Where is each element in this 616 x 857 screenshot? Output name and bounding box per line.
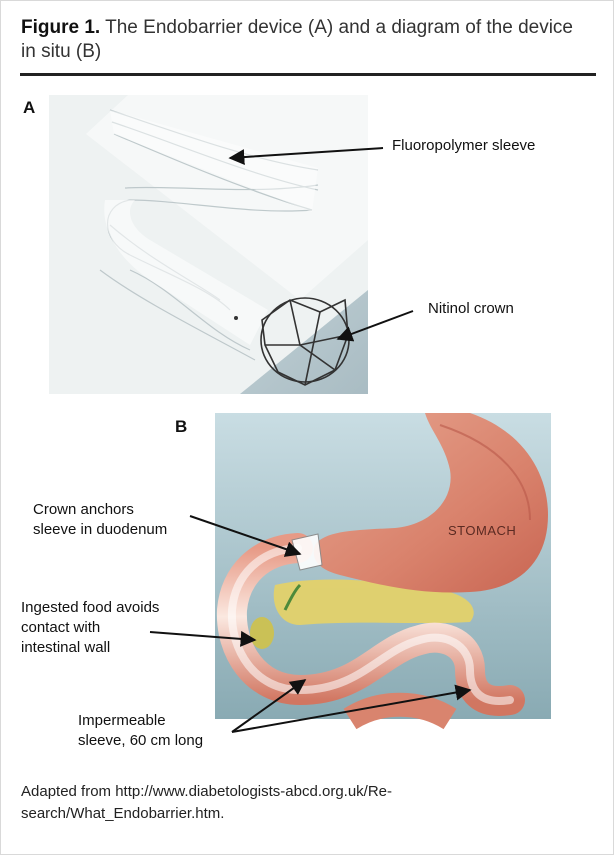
figure-title-text: The Endobarrier device (A) and a diagram… (21, 17, 573, 62)
in-situ-diagram (215, 413, 551, 730)
label-ingested-food-line1: Ingested food avoids (21, 599, 160, 616)
label-crown-anchors-line1: Crown anchors (33, 501, 134, 518)
sleeve-length-arrow-1 (231, 679, 307, 733)
caption-line2: search/What_Endobarrier.htm. (21, 805, 225, 822)
sleeve-length-arrow-2 (231, 684, 472, 733)
label-impermeable-sleeve: Impermeable sleeve, 60 cm long (78, 711, 203, 751)
device-photo (49, 95, 368, 394)
label-impermeable-sleeve-line1: Impermeable (78, 712, 166, 729)
stomach-label: STOMACH (448, 523, 517, 538)
food-arrow (149, 630, 257, 647)
panel-b-letter: B (175, 417, 188, 436)
label-crown-anchors-line2: sleeve in duodenum (33, 521, 168, 538)
anchor-arrow (189, 515, 302, 557)
label-ingested-food: Ingested food avoids contact with intest… (21, 598, 159, 658)
nitinol-crown-image (260, 297, 350, 386)
label-nitinol-crown: Nitinol crown (428, 300, 514, 317)
figure-label: Figure 1. (21, 17, 101, 38)
title-rule (20, 73, 596, 76)
figure-title: Figure 1. The Endobarrier device (A) and… (21, 16, 581, 64)
figure-caption: Adapted from http://www.diabetologists-a… (21, 781, 491, 825)
label-ingested-food-line2: contact with (21, 619, 101, 636)
label-ingested-food-line3: intestinal wall (21, 639, 111, 656)
label-impermeable-sleeve-line2: sleeve, 60 cm long (78, 732, 204, 749)
crown-arrow (336, 310, 414, 342)
sleeve-arrow (228, 147, 384, 166)
panel-a-letter: A (23, 98, 36, 117)
label-fluoropolymer-sleeve: Fluoropolymer sleeve (392, 137, 536, 154)
caption-line1: Adapted from http://www.diabetologists-a… (21, 783, 393, 800)
label-crown-anchors: Crown anchors sleeve in duodenum (33, 500, 167, 540)
stomach-shape (313, 413, 548, 593)
